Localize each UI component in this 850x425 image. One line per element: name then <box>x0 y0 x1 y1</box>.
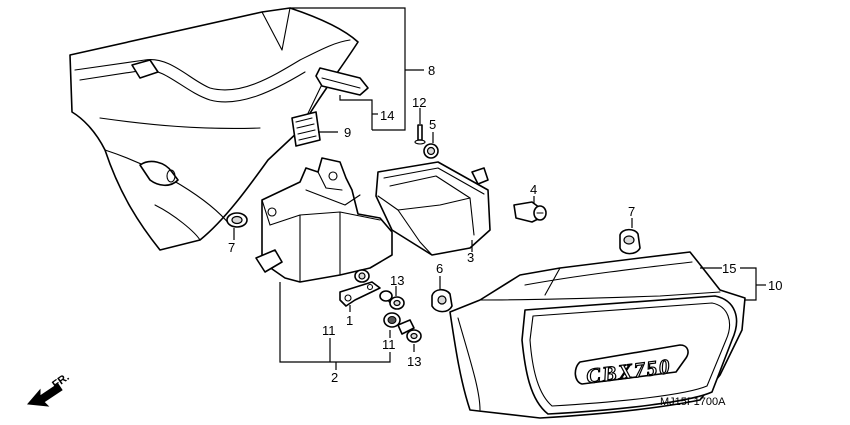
grommet-mid <box>431 288 453 313</box>
diagram-code: MJ15F1700A <box>660 396 726 408</box>
right-side-cover: CBX750 <box>449 251 746 419</box>
housing-cover <box>375 161 491 256</box>
washer-upper <box>379 290 393 302</box>
callout-5: 5 <box>429 117 436 132</box>
leader-lines <box>233 7 766 370</box>
callout-4: 4 <box>530 182 537 197</box>
callout-2: 2 <box>331 370 338 385</box>
front-direction-indicator: FR. <box>26 371 72 407</box>
key-lock <box>513 201 547 223</box>
callout-11-right: 11 <box>382 337 396 352</box>
callout-7-right: 7 <box>628 204 635 219</box>
grommet-left <box>226 212 248 228</box>
callout-14: 14 <box>380 108 394 123</box>
callout-13-upper: 13 <box>390 273 404 288</box>
left-side-cover <box>69 7 369 251</box>
callout-3: 3 <box>467 250 474 265</box>
washer-lower <box>383 312 401 328</box>
callout-8: 8 <box>428 63 435 78</box>
pin <box>414 124 426 145</box>
callout-9: 9 <box>344 125 351 140</box>
callout-1: 1 <box>346 313 353 328</box>
front-arrow-icon <box>26 383 63 407</box>
battery-box-bracket <box>255 157 393 283</box>
callout-7-left: 7 <box>228 240 235 255</box>
callout-labels: 8 14 9 12 5 4 3 7 7 15 10 6 13 1 11 11 1… <box>228 63 782 385</box>
callout-11-left: 11 <box>322 323 336 338</box>
callout-13-lower: 13 <box>407 354 421 369</box>
callout-10: 10 <box>768 278 782 293</box>
callout-15: 15 <box>722 261 736 276</box>
bolt-lower <box>397 319 422 343</box>
stay-bracket <box>339 269 381 307</box>
callout-6: 6 <box>436 261 443 276</box>
grommet-right <box>619 228 641 255</box>
grommet-top <box>423 143 439 159</box>
callout-12: 12 <box>412 95 426 110</box>
